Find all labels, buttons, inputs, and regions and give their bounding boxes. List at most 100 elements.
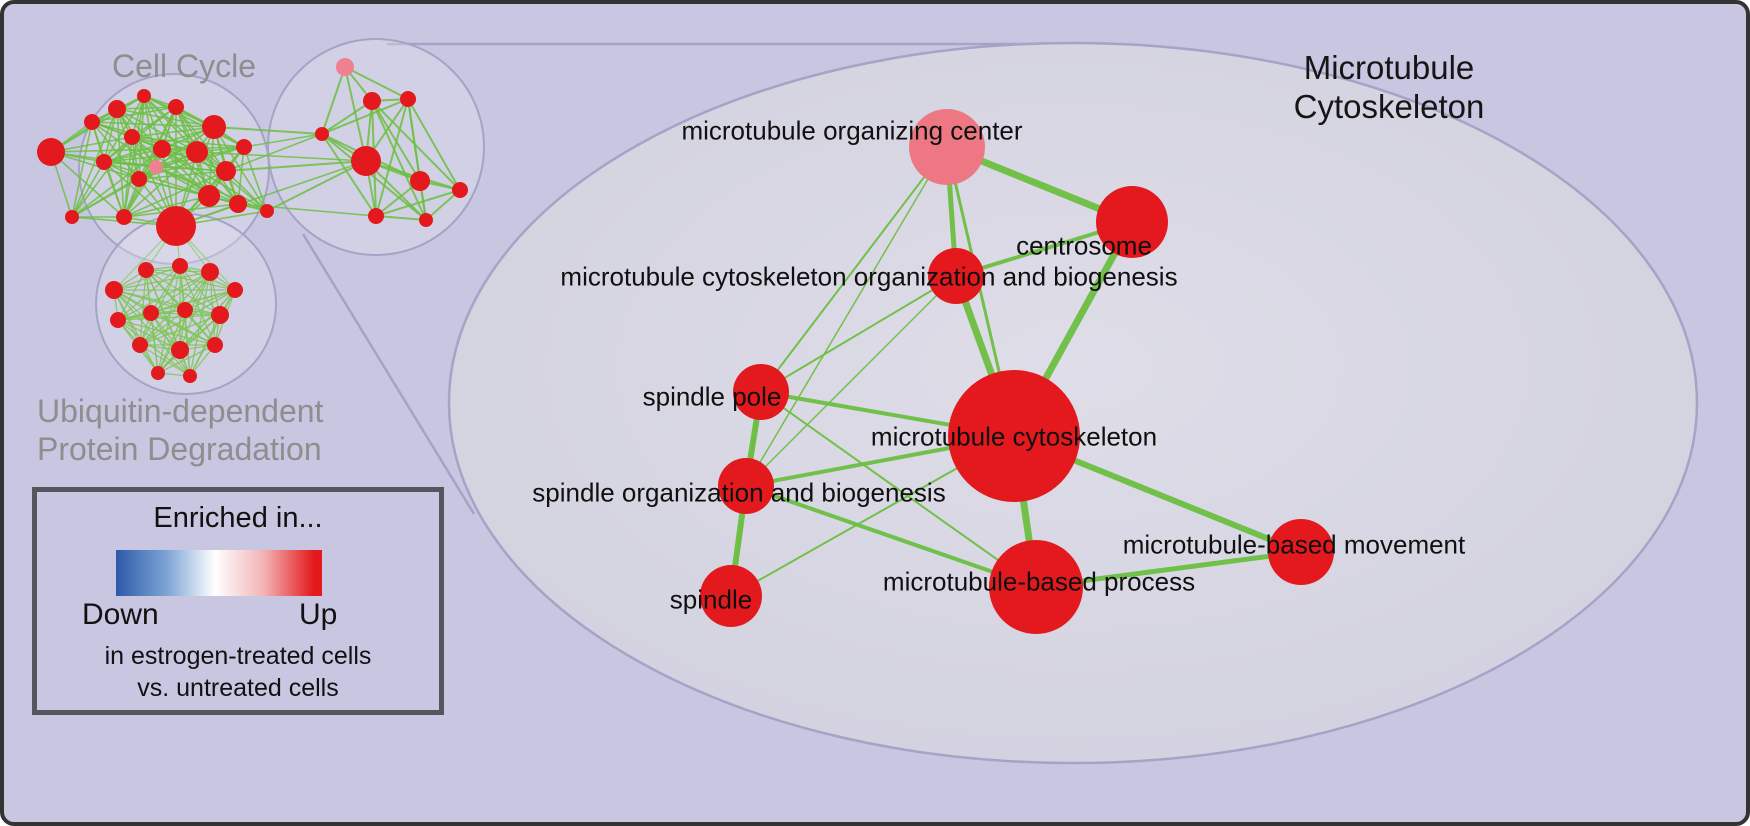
overview-edge (71, 148, 163, 218)
cluster-label-ubiquitin: Ubiquitin-dependent Protein Degradation (37, 392, 323, 468)
overview-node (336, 58, 354, 76)
overview-edge (375, 215, 427, 221)
overview-edge (103, 106, 177, 163)
overview-edge (113, 289, 181, 351)
overview-edge (209, 271, 216, 346)
overview-edge (117, 271, 211, 321)
node-spindle-pole (733, 364, 789, 420)
overview-cross-edge (243, 133, 323, 148)
overview-edge (71, 178, 140, 218)
overview-node (105, 281, 123, 299)
overview-edge (91, 106, 177, 123)
overview-node (149, 160, 163, 174)
network-canvas (37, 38, 1699, 765)
overview-edge (139, 314, 221, 346)
enrichment-gradient-bar (116, 550, 322, 596)
overview-edge (321, 98, 409, 135)
overview-cross-edge (225, 160, 367, 172)
overview-node (137, 89, 151, 103)
node-label-microtubule-cytoskeleton-organization-and-biogenesis: microtubule cytoskeleton organization an… (560, 261, 1178, 292)
zoom-ellipse (447, 41, 1699, 765)
overview-edge (196, 151, 268, 212)
overview-node (131, 171, 147, 187)
overview-node (198, 185, 220, 207)
overview-edge (123, 136, 133, 218)
overview-edge (139, 265, 181, 346)
overview-node (410, 171, 430, 191)
overview-node (260, 204, 274, 218)
overview-edge (139, 271, 211, 346)
overview-node (96, 154, 112, 170)
node-label-spindle: spindle (669, 584, 753, 615)
overview-edge (150, 289, 236, 314)
zoom-connector-line (301, 233, 476, 515)
overview-node (132, 337, 148, 353)
overview-node (124, 129, 140, 145)
overview-node (202, 115, 226, 139)
overview-node (37, 138, 65, 166)
zoom-layer (301, 41, 1699, 765)
overview-edge (131, 126, 215, 138)
node-label-centrosome: centrosome (1016, 230, 1152, 261)
overview-edge (71, 121, 93, 218)
overview-edge (117, 319, 191, 377)
detail-edge (745, 146, 948, 487)
overview-node (229, 195, 247, 213)
overview-node (138, 262, 154, 278)
overview-edge (237, 146, 245, 205)
overview-edge (175, 106, 227, 172)
overview-edge (150, 265, 181, 314)
overview-node (168, 99, 184, 115)
microtubule-title-line1: Microtubule (1303, 49, 1475, 86)
overview-node (452, 182, 468, 198)
overview-edge (157, 344, 216, 374)
overview-node (400, 91, 416, 107)
overview-node (156, 206, 196, 246)
overview-edge (371, 100, 461, 191)
overview-edge (157, 265, 181, 374)
overview-cross-edge (266, 160, 367, 212)
overview-node (65, 210, 79, 224)
overview-cross-edge (175, 160, 367, 227)
overview-edge (371, 100, 427, 221)
overview-node (315, 127, 329, 141)
overview-edge (407, 98, 461, 191)
detail-edge (760, 275, 957, 393)
overview-edge (116, 108, 198, 153)
cluster-label-microtubule-cytoskeleton: Microtubule Cytoskeleton (1234, 48, 1544, 126)
ubiquitin-label-line2: Protein Degradation (37, 431, 322, 467)
overview-node (207, 337, 223, 353)
overview-cross-edge (225, 133, 323, 172)
node-spindle (700, 565, 762, 627)
node-label-microtubule-based-movement: microtubule-based movement (1122, 529, 1466, 560)
overview-edge (123, 106, 177, 218)
overview-edge (139, 309, 186, 346)
overview-edge (71, 161, 105, 218)
node-label-microtubule-based-process: microtubule-based process (882, 566, 1196, 597)
overview-node (116, 209, 132, 225)
overview-edge (150, 312, 159, 374)
legend-down-label: Down (82, 598, 159, 631)
overview-node (186, 141, 208, 163)
overview-edge (113, 289, 159, 374)
overview-node (211, 306, 229, 324)
overview-node (368, 208, 384, 224)
overview-node (363, 92, 381, 110)
overview-cross-edge (237, 203, 377, 217)
overview-edge (103, 108, 118, 163)
overview-edge (139, 344, 191, 377)
detail-network-layer (700, 109, 1334, 634)
overview-edge (117, 269, 147, 321)
detail-edge (745, 484, 1037, 589)
overview-cross-edge (213, 126, 323, 135)
overview-edge (103, 95, 145, 163)
overview-edge (117, 314, 221, 321)
overview-edge (157, 309, 186, 374)
overview-node (143, 305, 159, 321)
overview-node (171, 341, 189, 359)
detail-edge (760, 146, 948, 393)
overview-edge (189, 271, 211, 377)
overview-edge (321, 133, 377, 217)
legend-subtitle-line2: vs. untreated cells (137, 674, 339, 702)
overview-edge (145, 269, 236, 291)
